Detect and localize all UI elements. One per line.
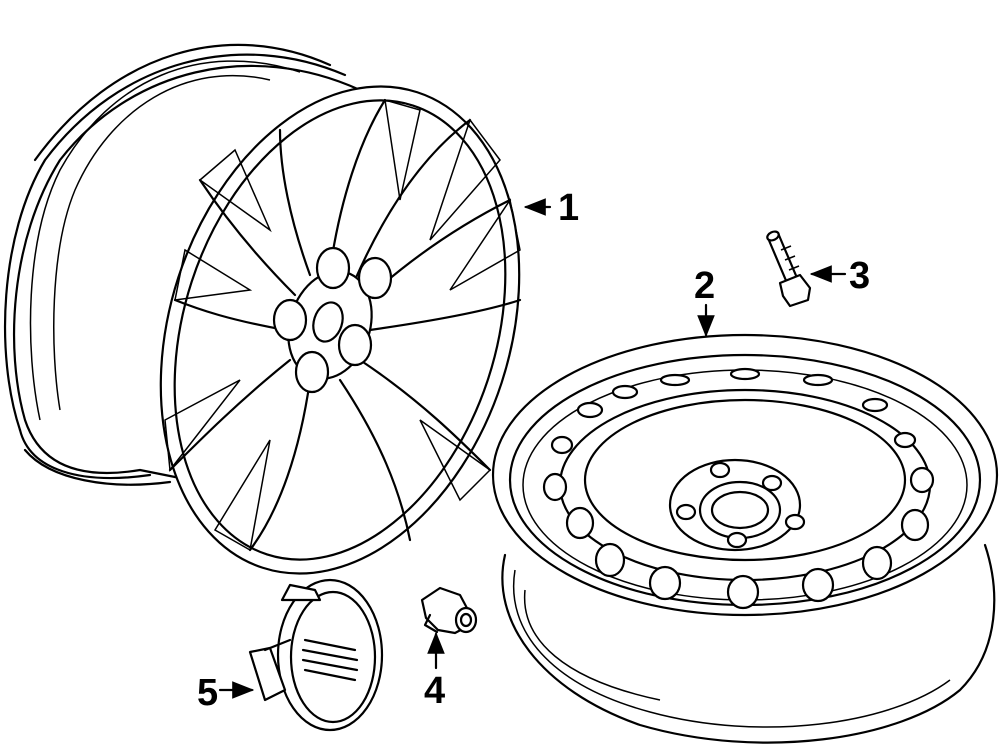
spare-vent-holes <box>542 367 935 610</box>
svg-text:2: 2 <box>694 265 715 307</box>
wheel-hub <box>272 246 393 394</box>
spare-hub <box>668 458 806 552</box>
callout-5: 5 <box>197 672 255 714</box>
callout-2: 2 <box>694 265 715 338</box>
spare-back-rim <box>501 543 996 744</box>
svg-text:3: 3 <box>849 255 870 297</box>
wheel-spokes <box>164 98 522 552</box>
callout-1: 1 <box>523 187 579 229</box>
alloy-wheel[interactable] <box>3 40 579 621</box>
center-cap[interactable] <box>248 578 384 732</box>
svg-text:4: 4 <box>424 670 445 712</box>
steel-spare-wheel[interactable] <box>491 333 999 744</box>
lug-nut[interactable] <box>420 586 478 635</box>
center-cap-emblem <box>301 638 359 682</box>
svg-text:5: 5 <box>197 672 218 714</box>
callout-3: 3 <box>809 255 870 297</box>
callout-4: 4 <box>424 631 445 712</box>
svg-text:1: 1 <box>558 187 579 229</box>
wheel-stud[interactable] <box>766 230 812 308</box>
